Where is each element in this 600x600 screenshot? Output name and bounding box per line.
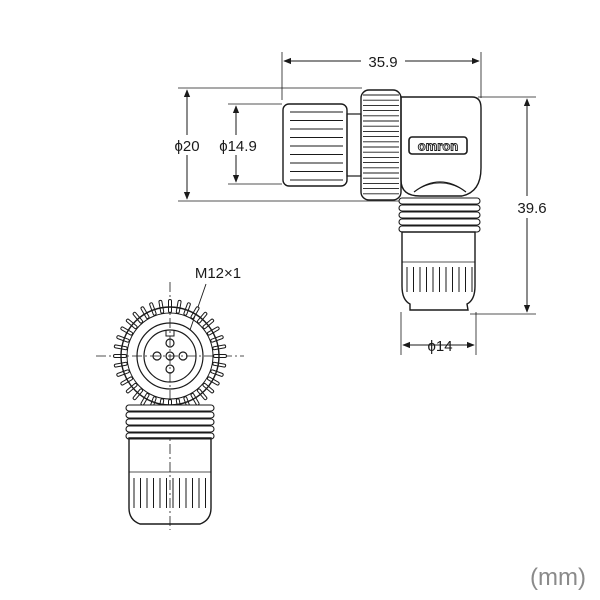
dim-d149-label: ϕ14.9 bbox=[219, 138, 257, 155]
knurled-ring-front bbox=[113, 299, 227, 413]
cable-sleeve bbox=[401, 231, 476, 311]
dome-top bbox=[413, 181, 467, 193]
dim-d14-label: ϕ14 bbox=[427, 338, 452, 355]
dim-d20-label: ϕ20 bbox=[174, 138, 199, 155]
pin-top bbox=[165, 338, 175, 348]
bellows-front bbox=[125, 404, 215, 440]
collar bbox=[346, 113, 362, 177]
logo-text: omron bbox=[418, 139, 459, 154]
omron-logo: omron bbox=[408, 136, 468, 155]
cable-sleeve-front bbox=[128, 437, 212, 525]
thread-circle bbox=[136, 322, 204, 390]
front-view: M12×1 bbox=[96, 265, 244, 530]
pin-contacts bbox=[152, 338, 188, 374]
dim-length-label: 35.9 bbox=[368, 54, 397, 71]
unit-label: (mm) bbox=[530, 564, 586, 591]
thread-label: M12×1 bbox=[195, 265, 241, 282]
bellows bbox=[398, 197, 481, 233]
coupling-nut bbox=[282, 103, 348, 187]
pin-bottom bbox=[165, 364, 175, 374]
pin-centre bbox=[165, 351, 175, 361]
pin-right bbox=[178, 351, 188, 361]
pin-left bbox=[152, 351, 162, 361]
socket-face bbox=[143, 329, 197, 383]
side-view: 35.9 39.6 ϕ20 ϕ14.9 ϕ14 omron bbox=[168, 51, 554, 355]
dim-height-label: 39.6 bbox=[517, 200, 546, 217]
knurled-ring bbox=[360, 89, 402, 201]
connector-body bbox=[400, 96, 482, 197]
